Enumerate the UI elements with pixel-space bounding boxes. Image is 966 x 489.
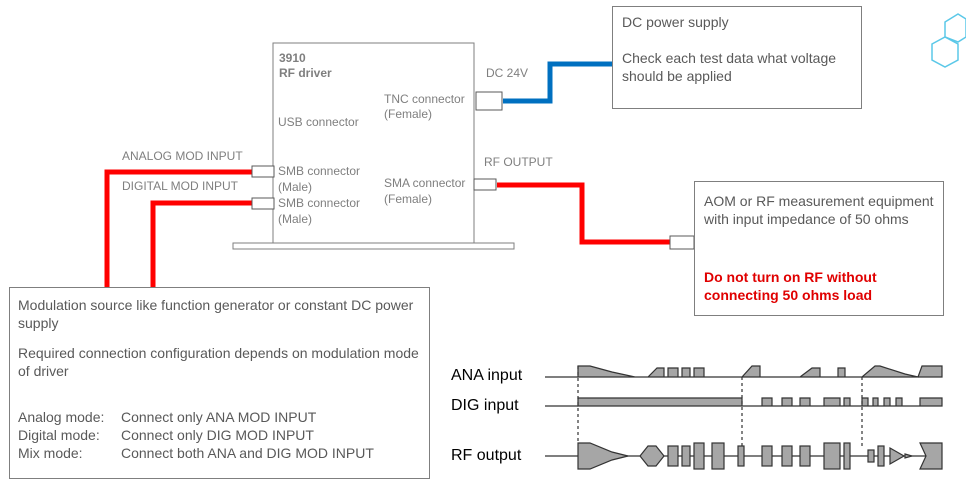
mode-mix-desc: Connect both ANA and DIG MOD INPUT	[121, 445, 374, 461]
dc-cable	[503, 61, 612, 104]
mode-mix-label: Mix mode:	[18, 445, 83, 461]
dc-power-supply-title: DC power supply	[622, 14, 729, 30]
driver-model: 3910	[279, 51, 306, 65]
dc-power-supply-note: Check each test data what voltage should…	[622, 50, 837, 84]
rf-output-cable	[497, 182, 670, 245]
modulation-note: Required connection configuration depend…	[18, 345, 419, 379]
hexagon-decoration-icon	[931, 13, 966, 68]
mode-analog-label: Analog mode:	[18, 409, 105, 425]
timing-diagram	[545, 365, 943, 470]
modulation-source-box: Modulation source like function generato…	[9, 287, 430, 479]
aom-warning: Do not turn on RF without connecting 50 …	[704, 269, 877, 303]
mode-digital-desc: Connect only DIG MOD INPUT	[121, 427, 314, 443]
analog-mod-cable	[104, 169, 252, 288]
smb-connector-analog	[251, 165, 275, 178]
ana-waveform	[577, 365, 943, 378]
smb2-gender-label: (Male)	[278, 212, 313, 226]
ana-input-label: ANA input	[451, 367, 523, 384]
smb2-connector-label: SMB connector	[278, 196, 361, 210]
dig-input-label: DIG input	[451, 397, 519, 414]
smb1-gender-label: (Male)	[278, 180, 313, 194]
digital-mod-cable	[150, 200, 252, 288]
aom-connector	[669, 235, 695, 250]
smb-connector-digital	[251, 197, 275, 210]
tnc-connector	[475, 91, 503, 111]
analog-mod-input-label: ANALOG MOD INPUT	[122, 149, 243, 163]
driver-base	[232, 242, 515, 250]
tnc-gender-label: (Female)	[384, 107, 433, 121]
modulation-title: Modulation source like function generato…	[18, 297, 414, 331]
sma-connector-label: SMA connector	[384, 176, 466, 190]
mode-digital-label: Digital mode:	[18, 427, 100, 443]
dc-power-supply-box: DC power supply Check each test data wha…	[612, 6, 862, 109]
aom-box: AOM or RF measurement equipment with inp…	[694, 181, 944, 316]
smb1-connector-label: SMB connector	[278, 164, 361, 178]
usb-connector-label: USB connector	[278, 115, 359, 129]
mode-analog-desc: Connect only ANA MOD INPUT	[121, 409, 317, 425]
sma-gender-label: (Female)	[384, 192, 433, 206]
rf-output-timing-label: RF output	[451, 447, 522, 464]
dc24v-label: DC 24V	[486, 66, 529, 80]
aom-text: AOM or RF measurement equipment with inp…	[704, 193, 934, 227]
sma-connector	[473, 178, 497, 191]
driver-name: RF driver	[279, 66, 332, 80]
tnc-connector-label: TNC connector	[384, 92, 465, 106]
driver-box	[272, 42, 475, 244]
rf-output-label: RF OUTPUT	[484, 155, 553, 169]
digital-mod-input-label: DIGITAL MOD INPUT	[122, 179, 239, 193]
rf-waveform	[577, 442, 629, 470]
dig-waveform	[577, 397, 943, 407]
